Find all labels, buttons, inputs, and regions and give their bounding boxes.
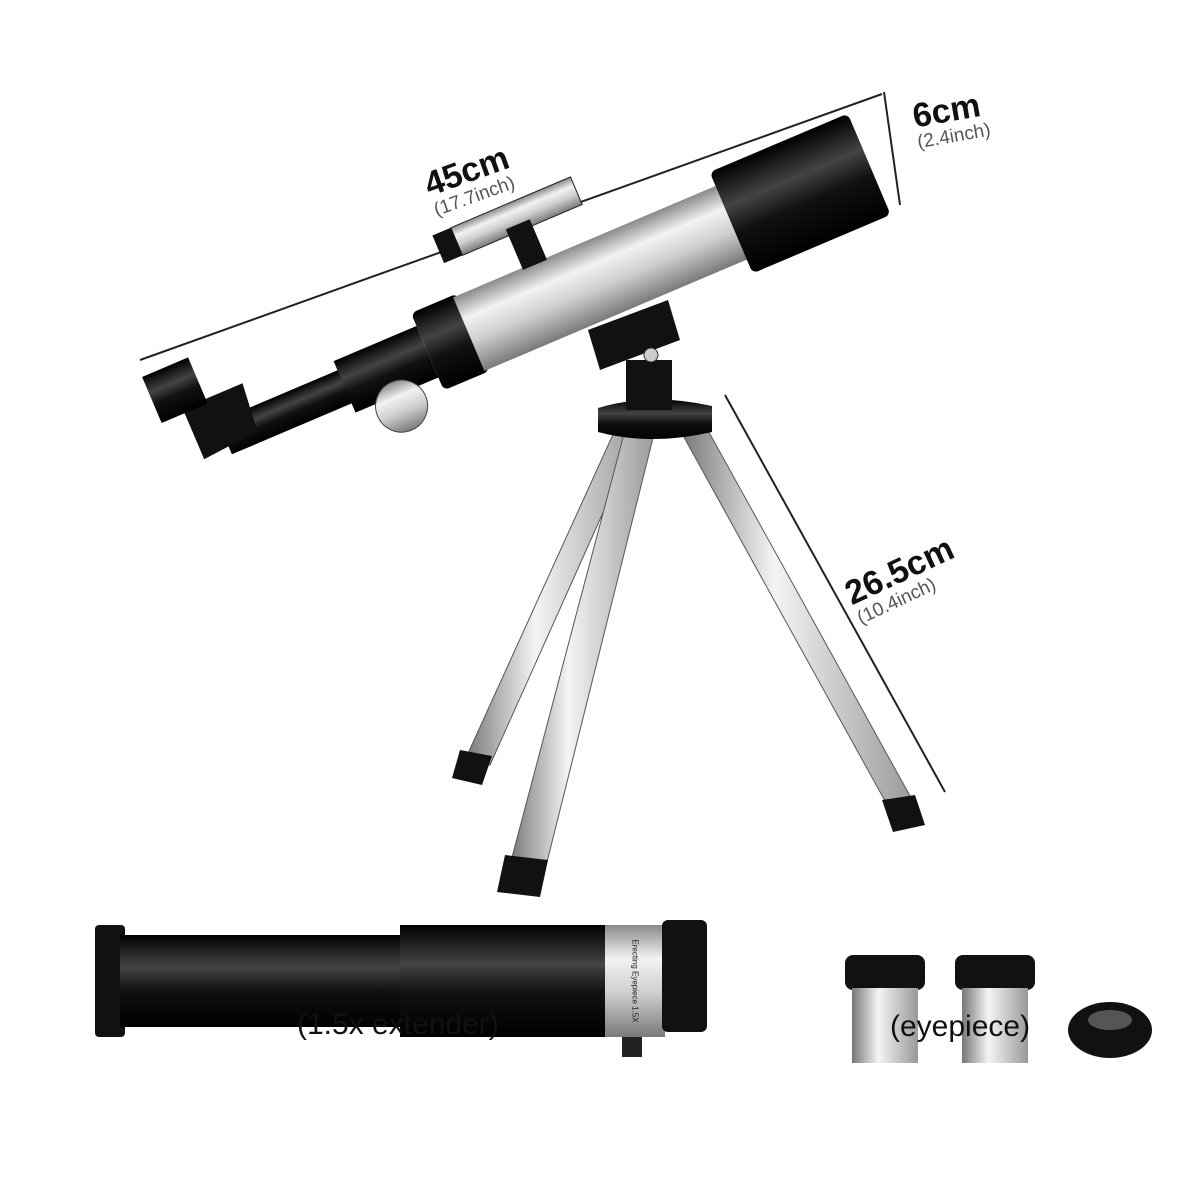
eyepiece xyxy=(142,357,208,423)
lens-cap-inner xyxy=(1088,1010,1132,1030)
eyepiece-2-barrel xyxy=(962,988,1028,1063)
extender-engraving: Erecting Eyepiece 1.5X xyxy=(630,939,640,1023)
finder-bracket xyxy=(505,219,547,270)
eyepiece-1-barrel xyxy=(852,988,918,1063)
extender-silver-band xyxy=(605,925,665,1037)
diameter-dimension-line xyxy=(883,91,901,206)
eyepiece-caption: (eyepiece) xyxy=(890,1010,1031,1043)
mount-post xyxy=(626,360,672,410)
diagonal xyxy=(142,357,258,460)
tripod-foot-front xyxy=(497,855,548,897)
finder-end xyxy=(432,227,463,264)
mount-bracket xyxy=(588,300,680,370)
rear-cap xyxy=(412,295,488,389)
extender-knurl-ring xyxy=(662,920,707,1032)
focuser-housing xyxy=(333,325,439,413)
telescope xyxy=(217,115,889,455)
eyepiece-1-cap xyxy=(845,955,925,990)
focus-knob xyxy=(375,379,429,433)
extender xyxy=(95,920,707,1057)
tripod xyxy=(452,300,925,897)
tripod-height-dimension-line xyxy=(724,394,946,793)
main-tube xyxy=(453,180,761,371)
tripod-foot-left xyxy=(452,750,492,785)
tripod-foot-right xyxy=(882,795,925,832)
mount-screw xyxy=(643,347,659,363)
extender-caption: (1.5x extender) xyxy=(297,1008,499,1041)
dew-shield xyxy=(711,115,889,272)
extender-tube-wide xyxy=(400,925,610,1037)
extender-end-knurl xyxy=(95,925,125,1037)
extender-tube-narrow xyxy=(120,935,405,1027)
eyepiece-2-cap xyxy=(955,955,1035,990)
eyepiece-set xyxy=(845,955,1152,1063)
extender-screw xyxy=(622,1037,642,1057)
